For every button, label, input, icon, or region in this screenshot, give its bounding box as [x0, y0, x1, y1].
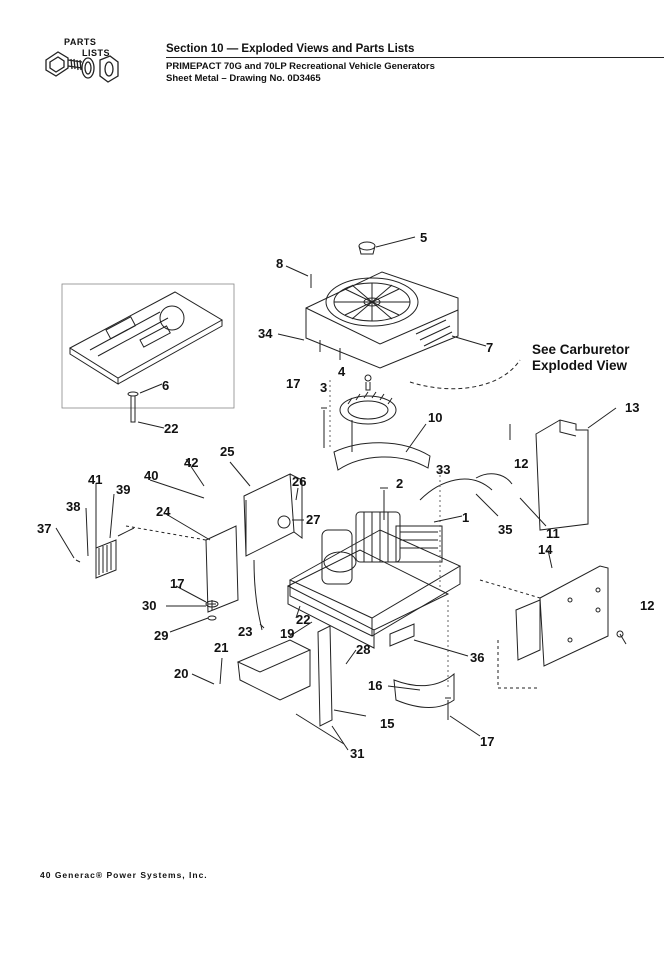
callout-12a: 12 [514, 456, 529, 471]
callout-7: 7 [486, 340, 494, 355]
callout-35: 35 [498, 522, 513, 537]
callout-4: 4 [338, 364, 346, 379]
callout-14: 14 [538, 542, 553, 557]
flywheel-fan [339, 374, 397, 425]
section-title: Section 10 — Exploded Views and Parts Li… [166, 43, 664, 58]
callout-34: 34 [258, 326, 273, 341]
filter-element [95, 539, 117, 579]
callout-33: 33 [436, 462, 451, 477]
page-footer: 40 Generac® Power Systems, Inc. [40, 870, 208, 880]
callout-41: 41 [88, 472, 103, 487]
logo-lists-label: LISTS [82, 48, 111, 58]
callout-1: 1 [462, 510, 470, 525]
callout-6: 6 [162, 378, 170, 393]
model-subtitle: PRIMEPACT 70G and 70LP Recreational Vehi… [166, 61, 435, 72]
callout-2: 2 [396, 476, 404, 491]
callout-3: 3 [320, 380, 328, 395]
callout-15: 15 [380, 716, 395, 731]
lower-bracket [236, 639, 312, 701]
callout-19: 19 [280, 626, 295, 641]
callout-10: 10 [428, 410, 443, 425]
callout-13: 13 [625, 400, 640, 415]
callout-8: 8 [276, 256, 284, 271]
callout-40: 40 [144, 468, 159, 483]
callout-28: 28 [356, 642, 371, 657]
callout-11: 11 [546, 526, 560, 541]
callout-17c: 17 [480, 734, 495, 749]
callout-31: 31 [350, 746, 365, 761]
callout-22a: 22 [164, 421, 179, 436]
callout-16: 16 [368, 678, 383, 693]
callout-5: 5 [420, 230, 428, 245]
drawing-number: Sheet Metal – Drawing No. 0D3465 [166, 73, 321, 84]
callout-42: 42 [184, 455, 199, 470]
callout-17a: 17 [286, 376, 301, 391]
page-header: Section 10 — Exploded Views and Parts Li… [166, 43, 664, 84]
side-panel [515, 565, 609, 667]
callout-37: 37 [37, 521, 52, 536]
callout-25: 25 [220, 444, 235, 459]
callout-38: 38 [66, 499, 81, 514]
callout-29: 29 [154, 628, 169, 643]
callout-39: 39 [116, 482, 131, 497]
logo-parts-label: PARTS [64, 37, 97, 47]
callout-20: 20 [174, 666, 189, 681]
callout-22b: 22 [296, 612, 311, 627]
callout-27: 27 [306, 512, 321, 527]
inset-base-plate [69, 291, 224, 385]
note-line-2: Exploded View [532, 358, 628, 373]
callout-36: 36 [470, 650, 485, 665]
callout-30: 30 [142, 598, 157, 613]
callout-24: 24 [156, 504, 171, 519]
carburetor-reference-note: See Carburetor Exploded View [532, 342, 630, 374]
note-line-1: See Carburetor [532, 342, 630, 357]
callout-21: 21 [214, 640, 229, 655]
fan-housing-cover [305, 271, 459, 369]
engine-assembly [288, 487, 462, 637]
callout-26: 26 [292, 474, 307, 489]
parts-lists-logo-icon [45, 51, 119, 83]
callout-23: 23 [238, 624, 253, 639]
callout-12b: 12 [640, 598, 655, 613]
callout-17b: 17 [170, 576, 185, 591]
